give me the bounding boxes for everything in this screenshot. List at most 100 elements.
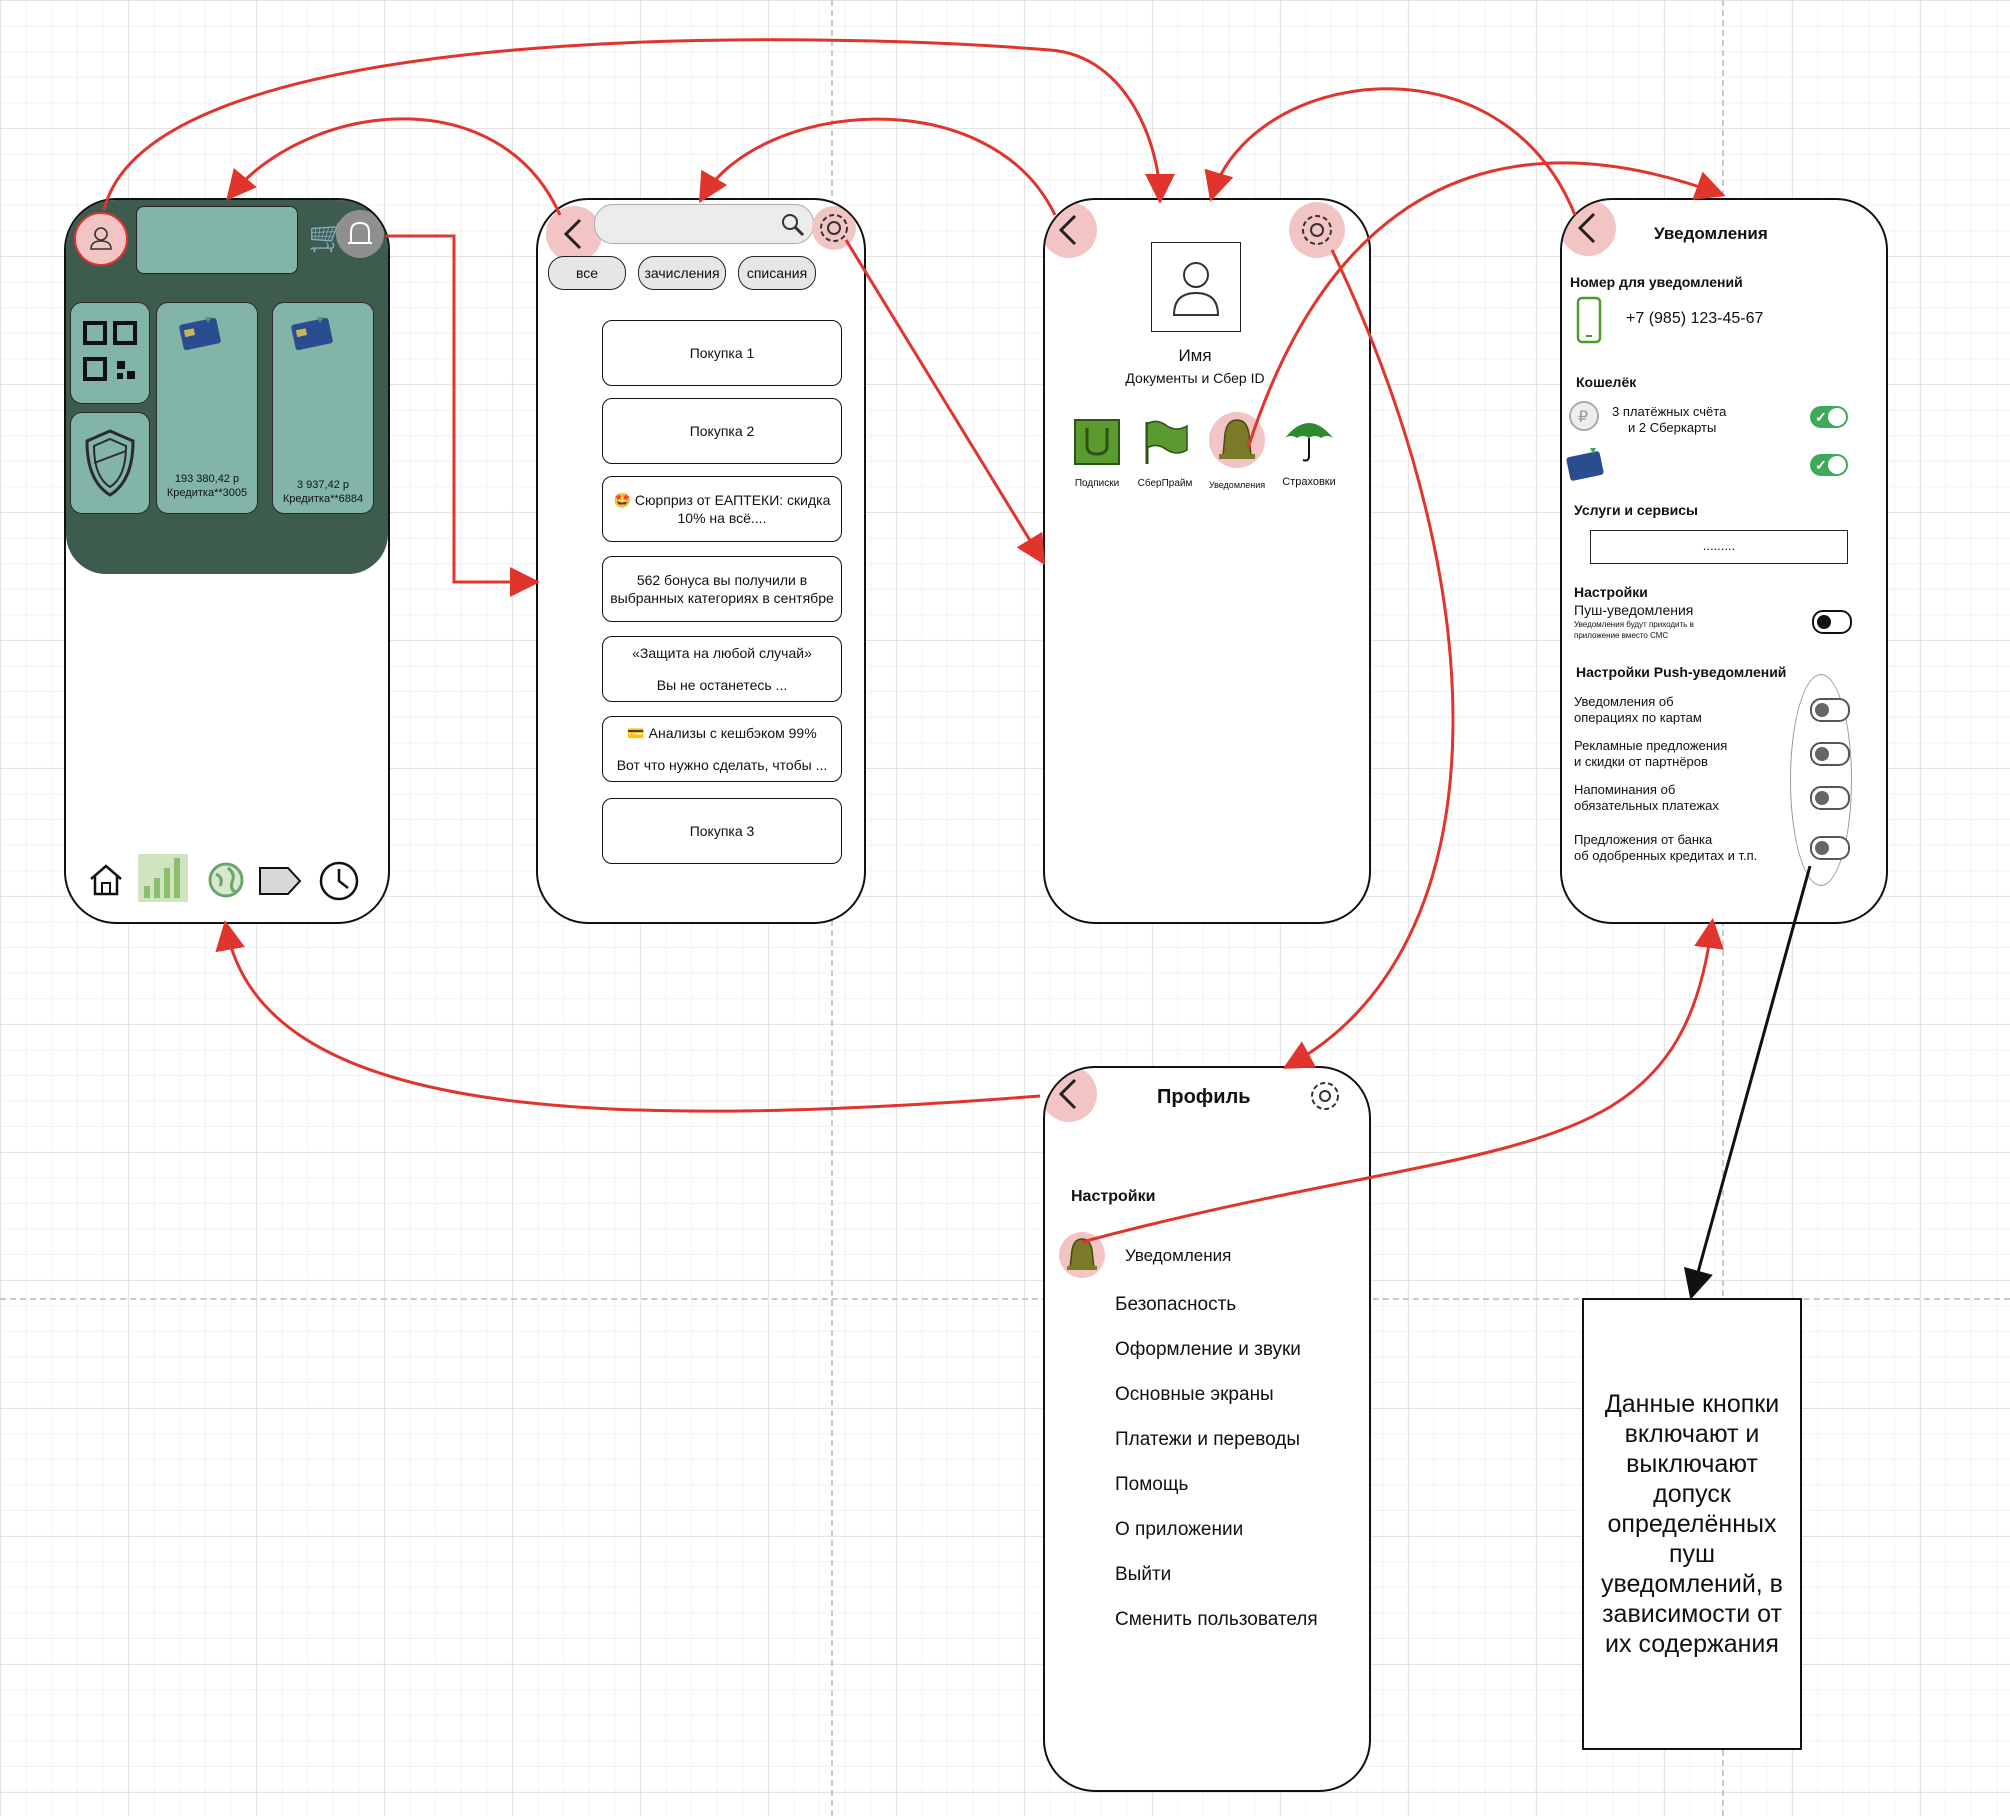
card2-name: Кредитка**6884	[282, 493, 364, 505]
notifications-item-icon	[1059, 1232, 1105, 1278]
chevron-left-icon	[1058, 214, 1077, 246]
credit-card-icon	[291, 317, 333, 351]
credit-card-icon	[179, 317, 221, 351]
push-option-label: Рекламные предложения	[1574, 738, 1728, 753]
credit-card-icon	[1566, 448, 1604, 481]
feed-card[interactable]: Покупка 3	[602, 798, 842, 864]
home-icon[interactable]	[86, 860, 126, 900]
flow-arrow	[1081, 918, 1724, 1244]
user-screen: Имя Документы и Сбер ID Подписки СберПра…	[1043, 198, 1371, 924]
user-subtitle[interactable]: Документы и Сбер ID	[1125, 370, 1265, 386]
flow-arrow	[1246, 161, 1726, 449]
user-icon	[90, 227, 112, 250]
toggles-highlight	[1790, 674, 1852, 886]
filter-expenses[interactable]: списания	[738, 256, 816, 290]
feed-card[interactable]: Покупка 1	[602, 320, 842, 386]
wallet-accounts-line1: 3 платёжных счёта	[1612, 404, 1727, 419]
sbercards-toggle[interactable]: ✓	[1810, 454, 1848, 476]
push-settings-title: Настройки Push-уведомлений	[1576, 664, 1787, 680]
umbrella-icon[interactable]	[1283, 414, 1335, 466]
wallet-accounts-line2: и 2 Сберкарты	[1628, 420, 1717, 435]
settings-title: Настройки	[1574, 584, 1648, 600]
push-option-toggle[interactable]	[1810, 836, 1850, 860]
push-toggle[interactable]	[1812, 610, 1852, 634]
menu-item-notifications[interactable]: Уведомления	[1125, 1246, 1232, 1265]
user-name: Имя	[1178, 346, 1212, 365]
menu-item-about[interactable]: О приложении	[1115, 1519, 1244, 1540]
push-option-label: Уведомления об	[1574, 694, 1674, 709]
gear-icon[interactable]	[1307, 1078, 1343, 1114]
credit-card-tile-2[interactable]: 3 937,42 р Кредитка**6884	[272, 302, 374, 514]
chart-icon[interactable]	[138, 854, 188, 902]
flow-arrow	[215, 920, 1041, 1113]
check-icon: ✓	[1815, 457, 1827, 473]
shortcut-label: СберПрайм	[1137, 478, 1193, 489]
search-input[interactable]	[594, 204, 814, 244]
feed-card[interactable]: Покупка 2	[602, 398, 842, 464]
note-pointer-arrow	[1683, 865, 1812, 1300]
menu-item-help[interactable]: Помощь	[1115, 1474, 1189, 1495]
settings-button[interactable]	[1289, 202, 1345, 258]
subscriptions-icon[interactable]	[1073, 418, 1121, 466]
phone-section-title: Номер для уведомлений	[1570, 274, 1743, 290]
home-search-box[interactable]	[136, 206, 298, 274]
filter-all[interactable]: все	[548, 256, 626, 290]
flag-icon[interactable]	[1141, 418, 1189, 466]
flow-arrow	[1282, 249, 1455, 1069]
services-field[interactable]: .........	[1590, 530, 1848, 564]
profile-avatar-button[interactable]	[74, 212, 128, 266]
page-title: Профиль	[1157, 1086, 1251, 1108]
feed-card[interactable]: 💳 Анализы с кешбэком 99%Вот что нужно сд…	[602, 716, 842, 782]
wallet-title: Кошелёк	[1576, 374, 1637, 390]
back-button[interactable]	[546, 206, 602, 262]
menu-item-payments[interactable]: Платежи и переводы	[1115, 1429, 1300, 1450]
notifications-screen: Уведомления Номер для уведомлений +7 (98…	[1560, 198, 1888, 924]
card1-amount: 193 380,42 р	[174, 473, 240, 485]
menu-item-switch-user[interactable]: Сменить пользователя	[1115, 1609, 1318, 1630]
push-label: Пуш-уведомления	[1574, 602, 1694, 618]
qr-scan-tile[interactable]	[70, 302, 150, 404]
push-option-toggle[interactable]	[1810, 786, 1850, 810]
chevron-left-icon	[1577, 212, 1596, 244]
phone-icon	[1576, 296, 1602, 344]
menu-item-main-screens[interactable]: Основные экраны	[1115, 1384, 1274, 1405]
shortcut-label: Страховки	[1282, 476, 1336, 488]
annotation-note: Данные кнопки включают и выключают допус…	[1582, 1298, 1802, 1750]
gear-icon	[1302, 215, 1332, 245]
avatar[interactable]	[1151, 242, 1241, 332]
chevron-left-icon	[1058, 1078, 1077, 1110]
flow-arrow	[226, 117, 562, 216]
shield-icon	[85, 429, 135, 497]
shortcut-label: Подписки	[1074, 478, 1120, 489]
flow-arrow	[698, 117, 1057, 216]
push-option-toggle[interactable]	[1810, 698, 1850, 722]
push-option-label: операциях по картам	[1574, 710, 1702, 725]
push-option-label: Напоминания об	[1574, 782, 1676, 797]
menu-item-appearance[interactable]: Оформление и звуки	[1115, 1339, 1301, 1360]
push-option-toggle[interactable]	[1810, 742, 1850, 766]
user-icon	[1172, 262, 1220, 316]
gear-icon	[820, 214, 848, 242]
push-hint-line2: приложение вместо СМС	[1574, 631, 1669, 640]
menu-item-logout[interactable]: Выйти	[1115, 1564, 1172, 1585]
clock-icon[interactable]	[318, 860, 360, 902]
bell-icon	[348, 221, 372, 244]
filter-income[interactable]: зачисления	[638, 256, 726, 290]
push-hint-line1: Уведомления будут приходить в	[1574, 620, 1694, 629]
globe-icon[interactable]	[206, 860, 246, 900]
back-button[interactable]	[1045, 1068, 1097, 1122]
tag-icon[interactable]	[258, 864, 302, 898]
flow-arrow	[844, 239, 1046, 566]
menu-item-security[interactable]: Безопасность	[1115, 1294, 1237, 1315]
bell-button[interactable]	[336, 210, 384, 258]
credit-card-tile-1[interactable]: 193 380,42 р Кредитка**3005	[156, 302, 258, 514]
feed-screen: все зачисления списания Покупка 1 Покупк…	[536, 198, 866, 924]
bell-icon	[1067, 1238, 1097, 1270]
security-tile[interactable]	[70, 412, 150, 514]
feed-card[interactable]: «Защита на любой случай»Вы не останетесь…	[602, 636, 842, 702]
wallet-accounts-toggle[interactable]: ✓	[1810, 406, 1848, 428]
flow-arrow	[1204, 87, 1577, 216]
